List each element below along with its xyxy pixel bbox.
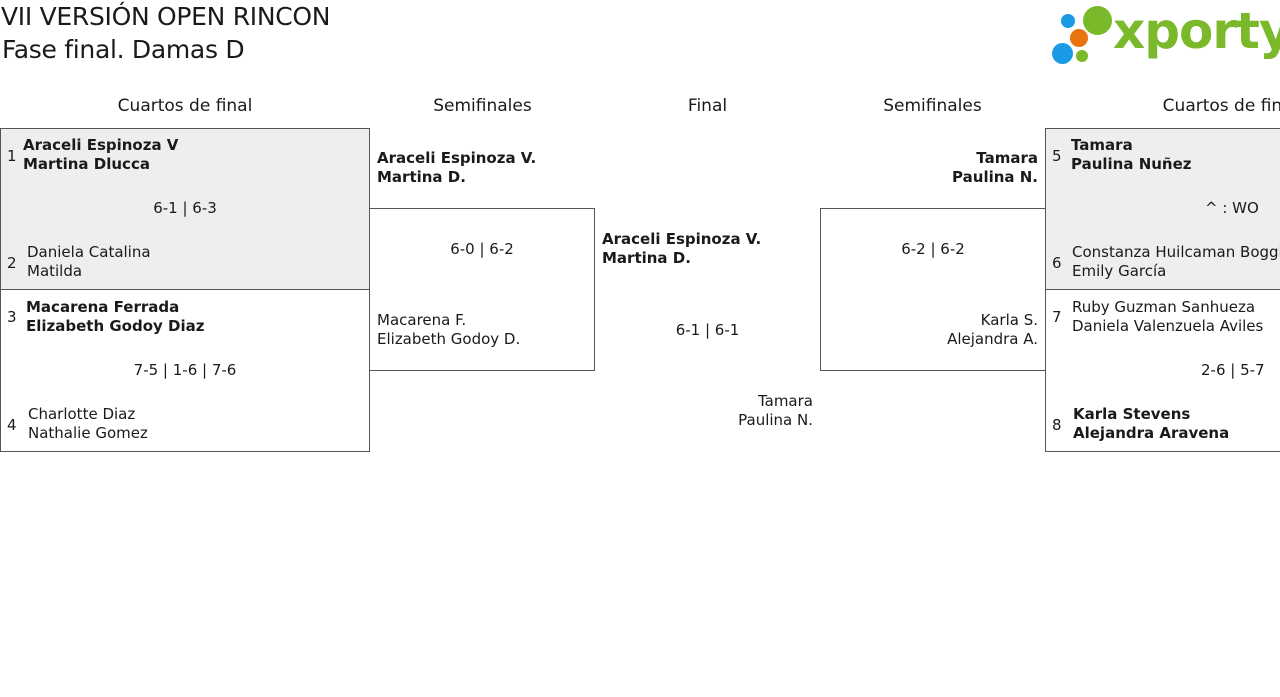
player-name: Martina Dlucca <box>23 155 150 173</box>
player-name: Araceli Espinoza V <box>23 136 179 154</box>
match-box-q3[interactable] <box>1045 128 1280 290</box>
player-name: Emily García <box>1072 262 1167 280</box>
seed-number: 4 <box>7 416 17 434</box>
player-name: Karla Stevens <box>1073 405 1191 423</box>
player-name: Matilda <box>27 262 83 280</box>
player-name: Araceli Espinoza V. <box>602 230 762 248</box>
seed-number: 7 <box>1052 308 1062 326</box>
player-name: Tamara <box>757 392 813 410</box>
match-score: 7-5 | 1-6 | 7-6 <box>133 361 237 379</box>
player-name: Alejandra A. <box>947 330 1038 348</box>
match-box-q4[interactable] <box>1045 289 1280 452</box>
logo-dot-green-small-icon <box>1076 50 1088 62</box>
player-name: Karla S. <box>980 311 1038 329</box>
round-header-right-semis: Semifinales <box>883 96 982 116</box>
match-score: ^ : WO <box>1205 199 1259 217</box>
player-name: Martina D. <box>377 168 466 186</box>
logo-dot-blue-small-icon <box>1061 14 1075 28</box>
player-name: Tamara <box>976 149 1038 167</box>
player-name: Elizabeth Godoy Diaz <box>26 317 205 335</box>
round-header-left-semis: Semifinales <box>433 96 532 116</box>
player-name: Paulina Nuñez <box>1071 155 1192 173</box>
match-score: 6-1 | 6-3 <box>153 199 217 217</box>
match-score: 6-0 | 6-2 <box>450 240 514 258</box>
player-name: Macarena F. <box>377 311 467 329</box>
round-header-final: Final <box>687 96 728 116</box>
player-name: Paulina N. <box>738 411 813 429</box>
seed-number: 2 <box>7 254 17 272</box>
player-name: Macarena Ferrada <box>26 298 180 316</box>
player-name: Daniela Catalina <box>27 243 151 261</box>
player-name: Constanza Huilcaman Boggioni <box>1072 243 1280 261</box>
player-name: Elizabeth Godoy D. <box>377 330 521 348</box>
player-name: Paulina N. <box>952 168 1038 186</box>
round-header-right-quarters: Cuartos de final <box>1162 96 1280 116</box>
seed-number: 8 <box>1052 416 1062 434</box>
seed-number: 3 <box>7 308 17 326</box>
player-name: Nathalie Gomez <box>28 424 148 442</box>
xporty-logo[interactable]: xporty <box>1050 2 1280 68</box>
player-name: Tamara <box>1071 136 1133 154</box>
player-name: Martina D. <box>602 249 691 267</box>
player-name: Araceli Espinoza V. <box>377 149 537 167</box>
logo-dot-blue-large-icon <box>1052 43 1073 64</box>
logo-dot-green-icon <box>1083 6 1112 35</box>
seed-number: 6 <box>1052 254 1062 272</box>
match-score-final: 6-1 | 6-1 <box>675 321 740 339</box>
round-header-left-quarters: Cuartos de final <box>117 96 253 116</box>
match-score: 2-6 | 5-7 <box>1201 361 1265 379</box>
match-box-semi-left[interactable] <box>369 208 595 371</box>
logo-dot-orange-icon <box>1070 29 1088 47</box>
player-name: Alejandra Aravena <box>1073 424 1230 442</box>
page-title: VII VERSIÓN OPEN RINCON <box>1 2 331 31</box>
player-name: Ruby Guzman Sanhueza <box>1072 298 1256 316</box>
match-score: 6-2 | 6-2 <box>901 240 965 258</box>
player-name: Charlotte Diaz <box>28 405 136 423</box>
logo-wordmark: xporty <box>1113 2 1280 60</box>
page-subtitle: Fase final. Damas D <box>2 35 245 64</box>
player-name: Daniela Valenzuela Aviles <box>1072 317 1264 335</box>
seed-number: 1 <box>7 147 17 165</box>
seed-number: 5 <box>1052 147 1062 165</box>
match-box-q1[interactable] <box>0 128 370 290</box>
